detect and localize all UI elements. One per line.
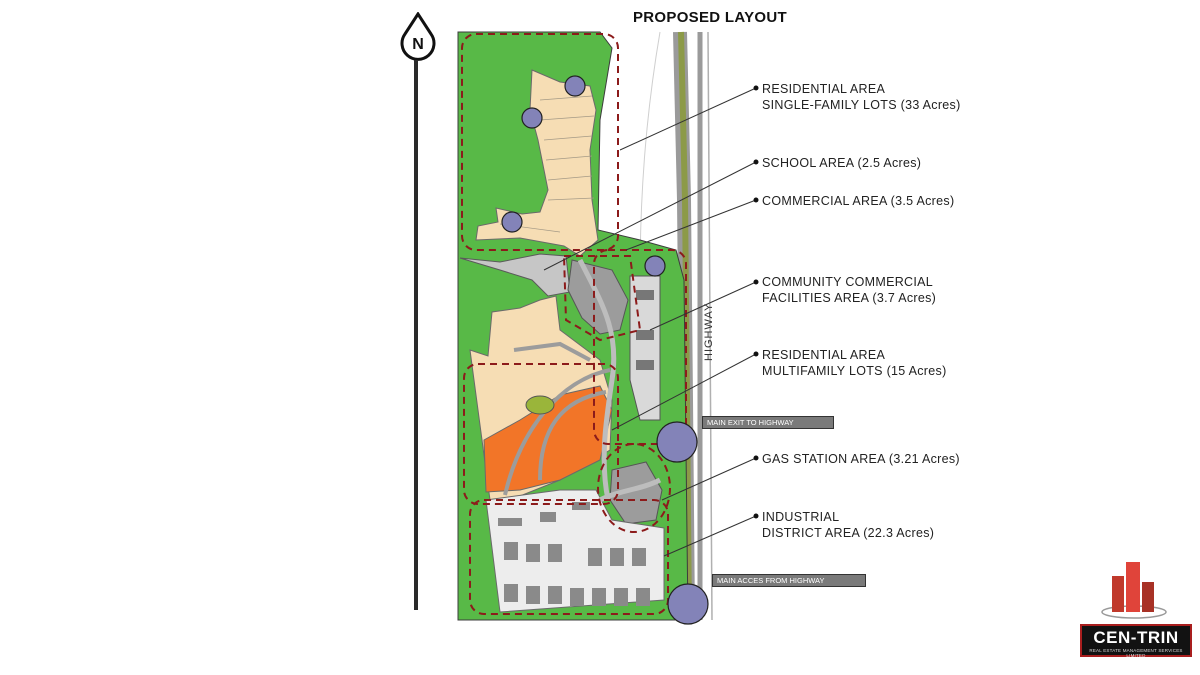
logo-subtitle: REAL ESTATE MANAGEMENT SERVICES LIMITED (1089, 648, 1183, 658)
access-markers (501, 75, 709, 625)
single-family-lots (475, 69, 599, 257)
page-title: PROPOSED LAYOUT (633, 9, 787, 26)
north-letter: N (412, 36, 424, 53)
main-access-tag: MAIN ACCES FROM HIGHWAY (712, 574, 866, 587)
industrial-district (485, 489, 665, 613)
logo-name: CEN-TRIN (1093, 628, 1179, 647)
internal-roads (577, 258, 662, 503)
highway-label: HIGHWAY (703, 302, 715, 361)
label-commercial-area: COMMERCIAL AREA (3.5 Acres) (762, 194, 955, 208)
company-logo: CEN-TRIN REAL ESTATE MANAGEMENT SERVICES… (1080, 624, 1192, 658)
industrial-buildings (498, 502, 650, 606)
north-scale-line (414, 60, 418, 610)
leader-lines (543, 87, 757, 557)
zone-outlines (461, 33, 687, 615)
label-gas-station: GAS STATION AREA (3.21 Acres) (762, 452, 960, 466)
main-exit-tag: MAIN EXIT TO HIGHWAY (702, 416, 834, 429)
cen-trin-logo-icon (1101, 562, 1167, 619)
label-school-area: SCHOOL AREA (2.5 Acres) (762, 156, 922, 170)
north-arrow-icon: N (400, 12, 436, 610)
